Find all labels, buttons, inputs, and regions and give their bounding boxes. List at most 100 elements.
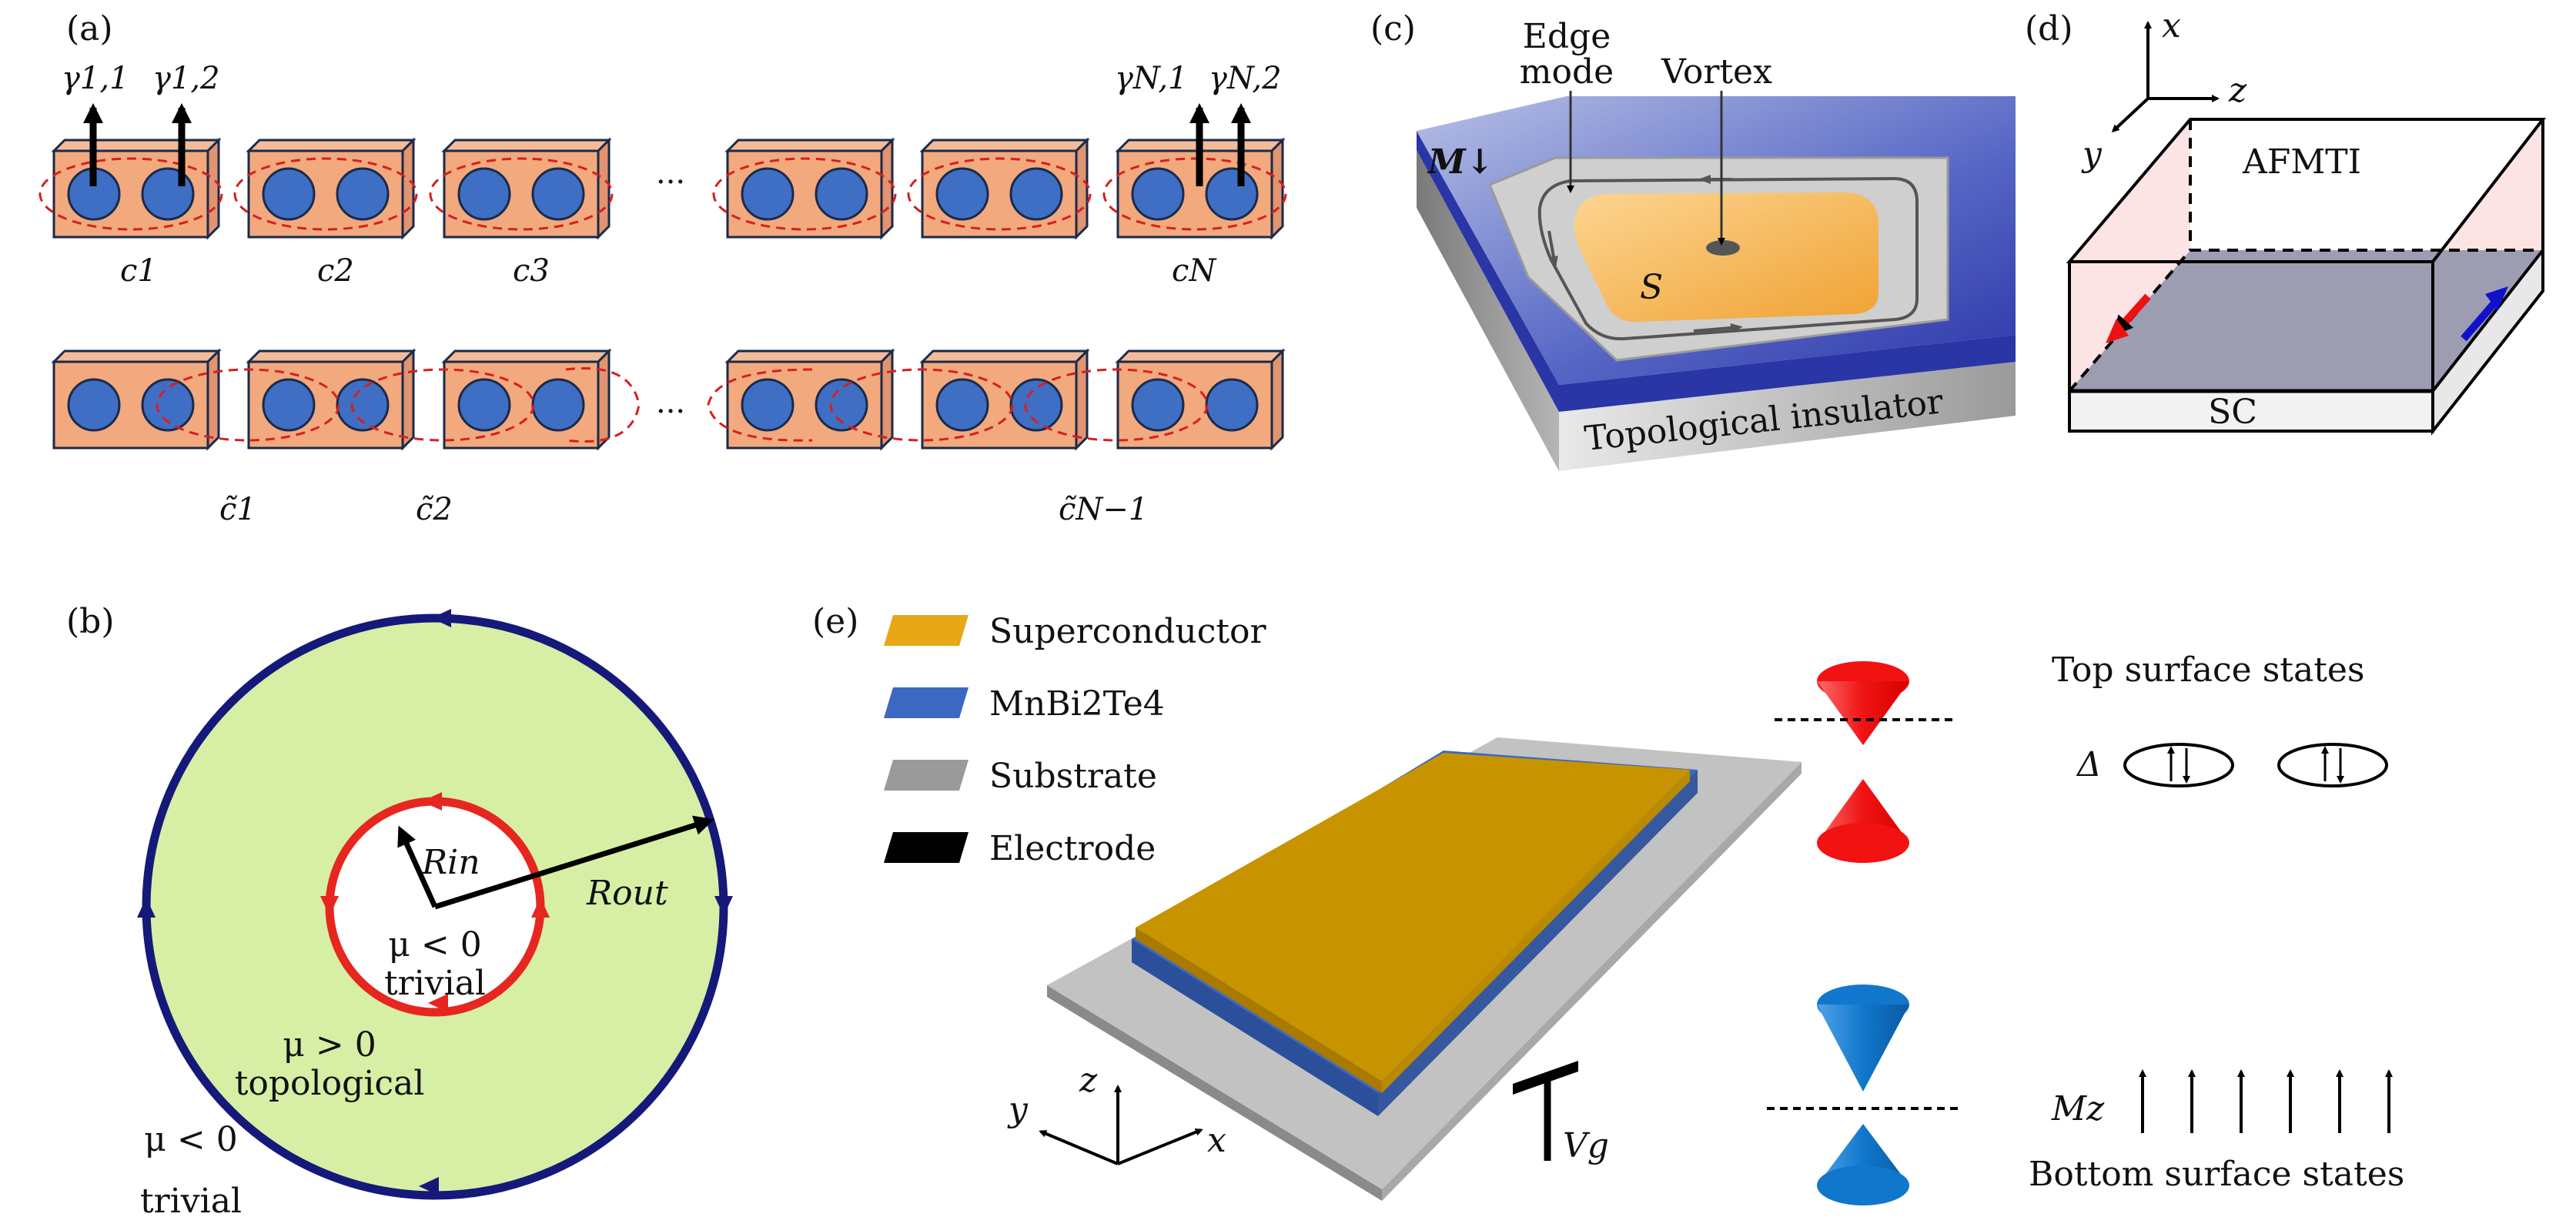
majorana-arrows (83, 103, 1251, 186)
axis-x-label: x (2162, 6, 2181, 45)
vortex-label: Vortex (1661, 52, 1772, 92)
legend-swatch (884, 615, 969, 646)
cone-top-lower (1817, 823, 1909, 863)
cell-top (724, 349, 895, 363)
edge-arrow (137, 898, 156, 918)
superconductor-side (1136, 928, 1382, 1093)
majorana-site (141, 378, 195, 432)
top-surface-label: Top surface states (2052, 650, 2365, 690)
majorana-site (741, 167, 795, 221)
edge-label-1: Edge (1523, 17, 1611, 56)
cell-side (401, 348, 415, 451)
delta-label: Δ (2076, 745, 2102, 784)
edge-arrow (714, 896, 733, 916)
cell-side (206, 137, 220, 240)
gate-label: Vg (1563, 1126, 1609, 1165)
mz-label: Mz (2051, 1089, 2105, 1128)
cell-label: cN (1172, 253, 1217, 289)
superconductor-island (1574, 192, 1878, 323)
edge-arrow (1693, 323, 1743, 333)
bottom-surface-label: Bottom surface states (2029, 1155, 2404, 1194)
afm-left-face (2069, 119, 2190, 391)
r-out-label: Rout (586, 874, 668, 913)
cell-side (1270, 137, 1284, 240)
cell-label: c3 (513, 253, 550, 289)
majorana-site (531, 167, 585, 221)
panel-b-label: (b) (66, 602, 115, 641)
majorana-site (262, 378, 316, 432)
majorana-site (67, 378, 121, 432)
ellipsis: ··· (656, 394, 685, 430)
pair-ellipse (350, 368, 535, 442)
cone-bottom-upper-body (1817, 1005, 1909, 1092)
ellipsis: ··· (656, 165, 685, 200)
edge-label-2: mode (1520, 52, 1614, 92)
pair-ellipse-open (565, 367, 641, 443)
mnbi2te4-side (1132, 939, 1378, 1116)
magnet-front (1559, 335, 2016, 412)
panel-c-label: (c) (1370, 9, 1416, 48)
vortex-core (1706, 240, 1740, 256)
magnetization-label: M↓ (1427, 142, 1494, 182)
cell-top (51, 139, 222, 152)
chiral-arrow-blue-head (2485, 286, 2508, 311)
legend-label: Electrode (989, 829, 1156, 868)
s-label: S (1640, 268, 1663, 307)
unit-cell (52, 360, 209, 450)
pair-ellipse (429, 157, 614, 231)
cell-side (1075, 137, 1089, 240)
majorana-site (531, 378, 585, 432)
r-in-arrow (397, 825, 438, 908)
inner-mu: μ < 0 (388, 925, 481, 965)
majorana-site (141, 167, 195, 221)
ring-mu: μ > 0 (283, 1025, 376, 1065)
cell-label: c̃N−1 (1059, 492, 1148, 527)
ring-phase: topological (235, 1064, 425, 1103)
chiral-arrow-red-head (2106, 319, 2129, 343)
majorana-site (815, 167, 868, 221)
r-out-arrow (433, 815, 714, 910)
legend-swatch (884, 687, 969, 718)
pair-ellipse-open (707, 368, 813, 442)
cell-top (246, 349, 417, 363)
edge-arrow (531, 898, 550, 918)
edge-arrow (320, 896, 339, 916)
magnet-side (1417, 131, 1559, 412)
cell-side (206, 348, 220, 451)
panel-a: (a) γ1,1 γ1,2 γN,1 γN,2 c1 c2 c3 cN ··· … (38, 9, 1287, 527)
gamma-label: γ1,2 (152, 61, 220, 96)
panel-a-label: (a) (66, 9, 113, 48)
majorana-site (1009, 167, 1063, 221)
edge-arrow (419, 1177, 439, 1195)
cell-label: c2 (317, 253, 354, 289)
inner-phase: trivial (384, 964, 486, 1003)
mnbi2te4-front (1378, 770, 1698, 1116)
majorana-site (457, 378, 511, 432)
cell-top (441, 139, 612, 152)
axis-y (2111, 97, 2149, 133)
panel-a-cells (38, 137, 1287, 451)
cell-top (724, 139, 895, 152)
cell-side (880, 348, 894, 451)
cell-top (441, 349, 612, 363)
panel-d: (d) x z y AFMTI SC (2025, 6, 2547, 436)
cone-bottom-lower (1817, 1165, 1909, 1205)
majorana-site (815, 378, 868, 432)
substrate-edge-front (1382, 762, 1802, 1201)
pair-ellipse (156, 368, 340, 442)
magnetization-arrows (2139, 1069, 2393, 1133)
outer-phase: trivial (140, 1182, 242, 1221)
sc-side (2431, 246, 2544, 436)
panel-b: (b) Rin Rout μ < 0 trivial μ > 0 topolog… (66, 602, 733, 1221)
cell-label: c̃1 (219, 492, 256, 527)
cell-side (597, 348, 611, 451)
outer-mu: μ < 0 (144, 1120, 237, 1159)
cell-top (1115, 349, 1286, 363)
panel-e-label: (e) (812, 602, 858, 641)
cell-side (1270, 348, 1284, 451)
pair-ellipse (1102, 157, 1287, 231)
axis-x (1117, 1128, 1203, 1165)
superconductor-front (1382, 770, 1690, 1093)
gamma-label: γN,1 (1115, 61, 1188, 96)
